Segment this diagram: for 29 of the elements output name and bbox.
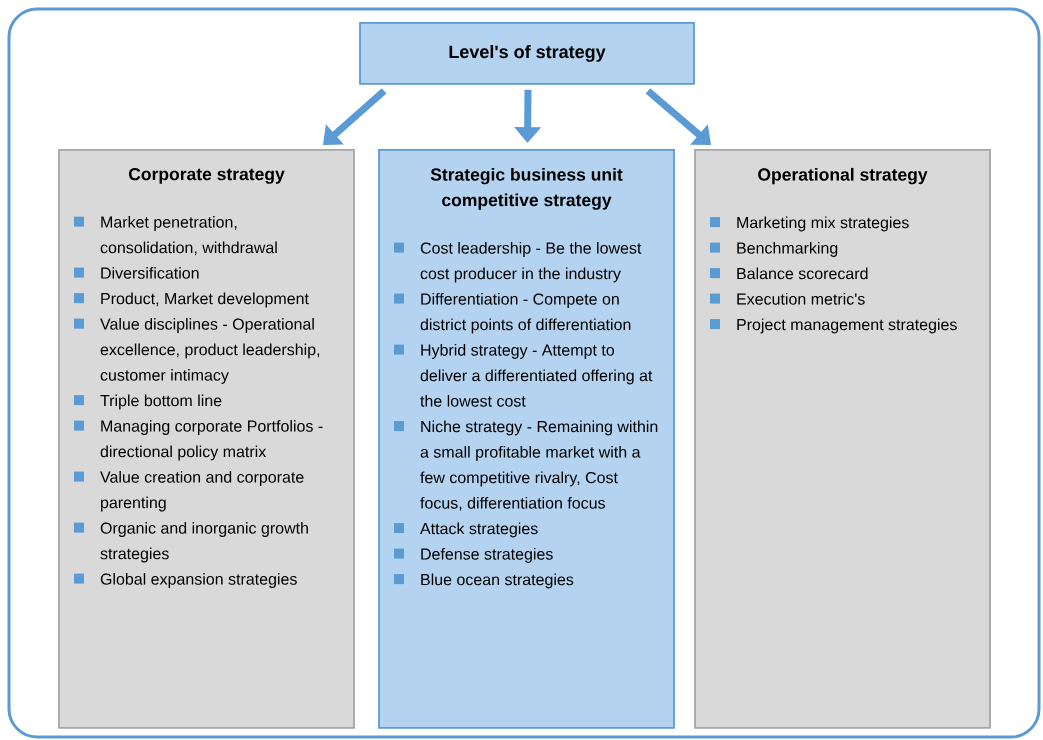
column-heading: Operational strategy — [758, 167, 928, 185]
column-heading: Corporate strategy — [128, 167, 285, 184]
list-item: Product, Market development — [101, 292, 309, 308]
list-item: Triple bottom line — [100, 394, 222, 410]
list-item: Organic and inorganic growth strategies — [100, 522, 308, 563]
list-item: Global expansion strategies — [100, 573, 297, 588]
strategy-column — [694, 149, 991, 729]
title-box — [359, 22, 695, 85]
list-item: Differentiation - Compete on district points of differentiation — [420, 293, 631, 334]
strategy-column — [378, 149, 675, 729]
list-item: Managing corporate Portfolios - directional policy matrix — [100, 420, 323, 461]
list-item: Marketing mix strategies — [737, 216, 909, 232]
list-item: Value creation and corporate parenting — [100, 471, 304, 512]
list-item: Market penetration, consolidation, withdrawal — [100, 216, 277, 256]
list-item: Value disciplines - Operational excellence, product leadership, customer intimacy — [100, 318, 320, 384]
list-item: Attack strategies — [420, 522, 538, 538]
list-item: Hybrid strategy - Attempt to deliver a differentiated offering at the lowest cost — [420, 344, 653, 407]
box-title: Level's of strategy — [449, 44, 606, 62]
list-item: Balance scorecard — [737, 267, 868, 280]
list-item: Niche strategy - Remaining within a small profitable market with a few competitive rivalry, Cost focus, differentiation focus — [420, 420, 658, 511]
list-item: Diversification — [101, 267, 199, 279]
list-item: Benchmarking — [737, 242, 838, 257]
list-item: Cost leadership - Be the lowest cost producer in the industry — [420, 242, 642, 283]
list-item: Project management strategies — [737, 318, 957, 334]
list-item: Execution metric's — [737, 293, 865, 305]
list-item: Blue ocean strategies — [421, 573, 574, 589]
column-heading: Strategic business unit competitive strategy — [430, 167, 623, 210]
strategy-column — [58, 149, 355, 729]
list-item: Defense strategies — [421, 548, 553, 563]
